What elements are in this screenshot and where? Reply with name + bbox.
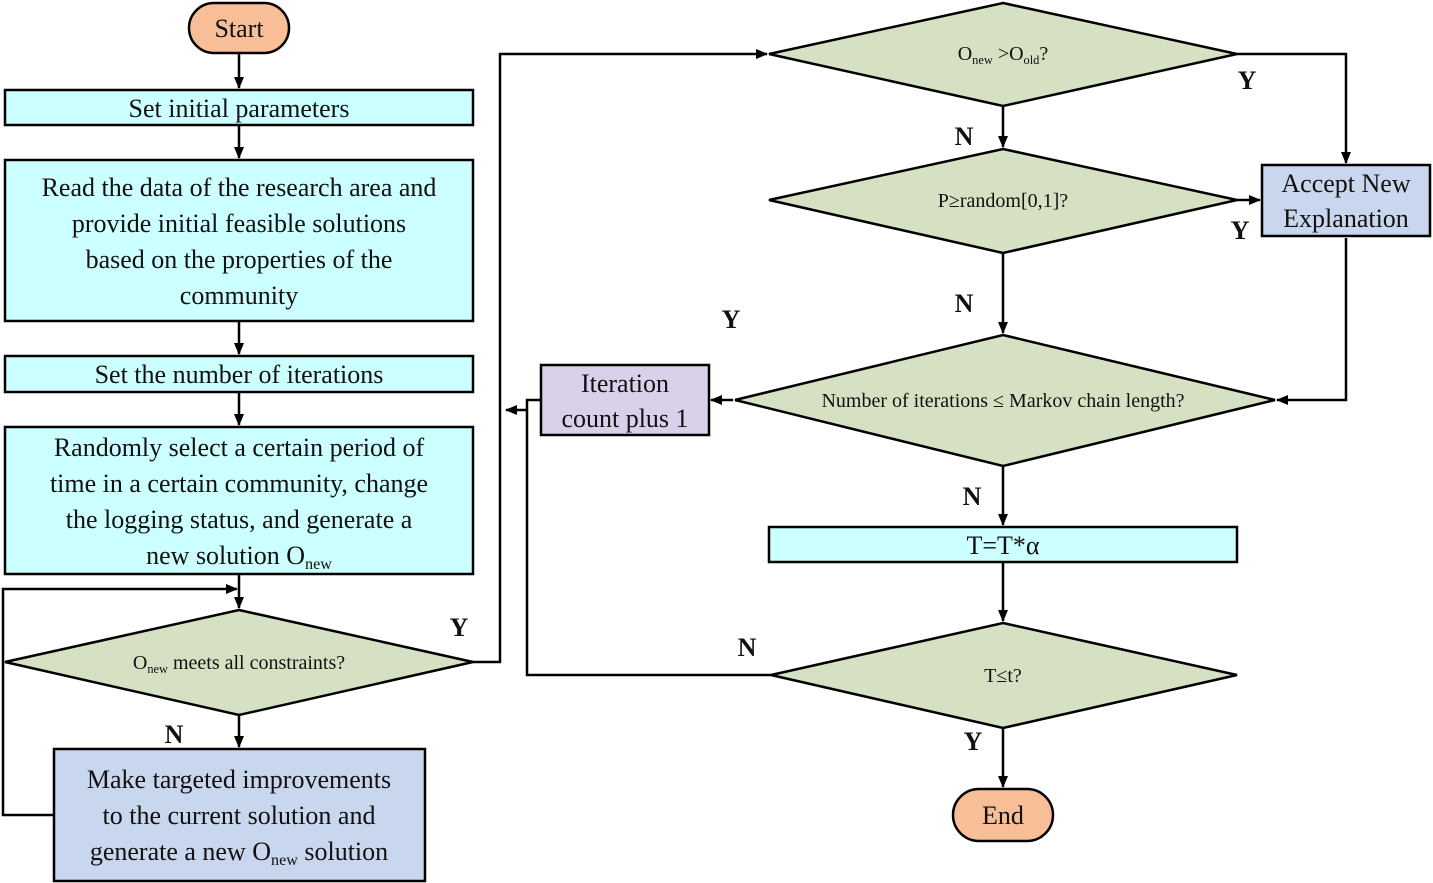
connectors (1, 49, 1351, 817)
compare-decision: Onew >Oold? (768, 1, 1238, 108)
compare-sub-old: old (1024, 53, 1041, 67)
read-data-line-1: Read the data of the research area and (42, 173, 437, 202)
end-terminal: End (951, 787, 1055, 843)
set-params-label: Set initial parameters (129, 94, 350, 123)
probability-decision: P≥random[0,1]? (768, 147, 1238, 255)
random-select-line-3: the logging status, and generate a (66, 505, 413, 534)
markov-label: Number of iterations ≤ Markov chain leng… (821, 390, 1184, 412)
accept-box: Accept New Explanation (1260, 163, 1432, 238)
read-data-line-2: provide initial feasible solutions (72, 209, 406, 238)
constraints-decision: Onew meets all constraints? (4, 608, 474, 717)
compare-o: O (958, 43, 972, 65)
markov-yes-label: Y (722, 305, 741, 334)
read-data-box: Read the data of the research area and p… (3, 158, 475, 323)
set-params-box: Set initial parameters (3, 88, 475, 127)
read-data-line-3: based on the properties of the (86, 245, 393, 274)
constraints-o: O (133, 652, 147, 674)
compare-mid: >O (993, 43, 1024, 65)
arrow-constraints-yes-to-compare (473, 49, 768, 664)
compare-end: ? (1039, 43, 1048, 65)
arrow-improve-loop-back (1, 584, 238, 817)
improve-line-3-sub: new (271, 852, 298, 869)
constraints-no-label: N (165, 720, 184, 749)
end-label: End (982, 801, 1024, 830)
random-select-line-4: new solution Onew (146, 541, 332, 573)
arrow-tcheck-no-loop (525, 411, 771, 677)
improve-line-3: generate a new Onew solution (90, 837, 388, 869)
compare-label: Onew >Oold? (958, 43, 1049, 67)
iteration-plus-box: Iteration count plus 1 (539, 363, 711, 437)
read-data-line-4: community (180, 281, 298, 310)
temperature-update-label: T=T*α (966, 531, 1039, 560)
probability-label: P≥random[0,1]? (938, 190, 1069, 212)
temperature-no-label: N (738, 633, 757, 662)
temperature-yes-label: Y (964, 727, 983, 756)
accept-line-1: Accept New (1281, 169, 1410, 198)
probability-yes-label: Y (1231, 216, 1250, 245)
branch-labels: Y N Y N Y N Y N N Y (165, 66, 1257, 756)
temperature-decision: T≤t? (770, 621, 1238, 730)
random-select-line-4-main: new solution O (146, 541, 305, 570)
arrow-iterplus-to-random (505, 398, 541, 415)
probability-no-label: N (955, 289, 974, 318)
start-terminal: Start (187, 1, 291, 55)
set-iterations-box: Set the number of iterations (3, 354, 475, 394)
improve-line-3-post: solution (298, 837, 388, 866)
compare-no-label: N (955, 122, 974, 151)
accept-line-2: Explanation (1283, 204, 1409, 233)
constraints-sub-new: new (147, 662, 168, 676)
improve-box: Make targeted improvements to the curren… (52, 747, 427, 883)
constraints-yes-label: Y (450, 613, 469, 642)
temperature-update-box: T=T*α (767, 525, 1239, 564)
constraints-rest: meets all constraints? (168, 652, 345, 674)
compare-sub-new: new (972, 53, 993, 67)
markov-decision: Number of iterations ≤ Markov chain leng… (734, 333, 1276, 468)
improve-line-2: to the current solution and (103, 801, 376, 830)
constraints-label: Onew meets all constraints? (133, 652, 345, 676)
start-label: Start (214, 14, 264, 43)
iteration-plus-line-1: Iteration (581, 369, 669, 398)
compare-yes-label: Y (1238, 66, 1257, 95)
arrow-compare-yes-to-accept (1237, 52, 1351, 164)
markov-no-label: N (963, 482, 982, 511)
improve-line-1: Make targeted improvements (87, 765, 391, 794)
arrow-accept-to-markov (1276, 238, 1348, 405)
improve-line-3-pre: generate a new O (90, 837, 271, 866)
random-select-line-4-sub: new (305, 556, 332, 573)
iteration-plus-line-2: count plus 1 (561, 404, 688, 433)
temperature-check-label: T≤t? (984, 665, 1022, 687)
set-iterations-label: Set the number of iterations (95, 360, 384, 389)
random-select-line-1: Randomly select a certain period of (54, 433, 425, 462)
random-select-box: Randomly select a certain period of time… (3, 425, 475, 576)
random-select-line-2: time in a certain community, change (50, 469, 428, 498)
